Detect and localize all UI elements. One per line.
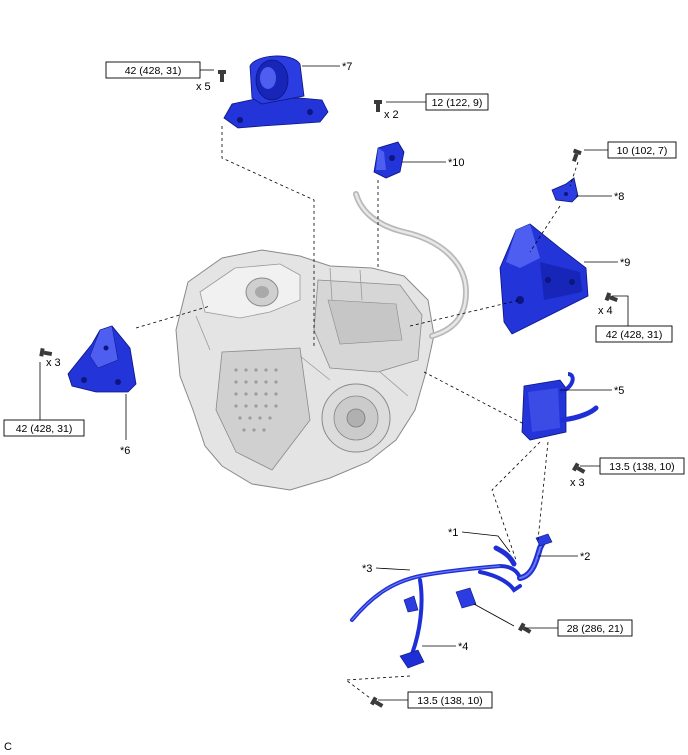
torque-box: 42 (428, 31) [595, 325, 673, 343]
torque-box: 42 (428, 31) [3, 419, 85, 437]
cooling-fins-pattern [234, 368, 278, 432]
quantity-label: x 3 [570, 477, 585, 489]
callout-labels: *1 *2 *3 *4 *5 *6 *7 *8 *9 *10 [120, 61, 630, 653]
svg-text:28 (286, 21): 28 (286, 21) [567, 623, 624, 635]
part-hose-clamps [399, 533, 553, 669]
torque-box: 13.5 (138, 10) [599, 457, 685, 475]
quantity-label: x 2 [384, 109, 399, 121]
torque-box: 13.5 (138, 10) [407, 691, 493, 709]
svg-text:42 (428, 31): 42 (428, 31) [16, 423, 73, 435]
torque-box: 42 (428, 31) [105, 61, 201, 79]
part-7-mount [223, 55, 329, 129]
svg-text:13.5 (138, 10): 13.5 (138, 10) [609, 461, 674, 473]
svg-text:13.5 (138, 10): 13.5 (138, 10) [417, 695, 482, 707]
callout-label: *4 [458, 641, 468, 653]
callout-label: *1 [448, 527, 458, 539]
leader-lines [39, 65, 629, 701]
part-5-oil-cooler [521, 372, 599, 441]
quantity-label: x 4 [598, 305, 613, 317]
part-10-bracket [373, 141, 405, 179]
callout-label: *9 [620, 257, 630, 269]
callout-label: *8 [614, 191, 624, 203]
quantity-labels: x 5 x 2 x 4 x 3 x 3 [46, 81, 613, 489]
svg-text:42 (428, 31): 42 (428, 31) [606, 329, 663, 341]
assembly-guide-lines [135, 126, 579, 699]
callout-label: *7 [342, 61, 352, 73]
quantity-label: x 5 [196, 81, 211, 93]
part-cooler-hoses [350, 537, 547, 656]
svg-text:12 (122, 9): 12 (122, 9) [432, 97, 483, 109]
quantity-label: x 3 [46, 357, 61, 369]
callout-label: *2 [580, 551, 590, 563]
callout-label: *10 [448, 157, 465, 169]
torque-spec-boxes: 42 (428, 31) 12 (122, 9) 10 (102, 7) 42 … [3, 61, 685, 709]
figure-code: C [4, 741, 12, 753]
transaxle-assembly [175, 191, 470, 491]
callout-label: *5 [614, 385, 624, 397]
svg-text:10 (102, 7): 10 (102, 7) [617, 145, 668, 157]
part-8-bracket [551, 177, 579, 203]
svg-text:42 (428, 31): 42 (428, 31) [125, 65, 182, 77]
bolt-icon [39, 70, 618, 708]
callout-label: *3 [362, 563, 372, 575]
part-9-bracket [499, 223, 589, 335]
torque-box: 12 (122, 9) [425, 93, 489, 111]
torque-box: 10 (102, 7) [607, 141, 677, 159]
callout-label: *6 [120, 445, 130, 457]
part-6-bracket [67, 325, 137, 393]
torque-box: 28 (286, 21) [557, 619, 633, 637]
